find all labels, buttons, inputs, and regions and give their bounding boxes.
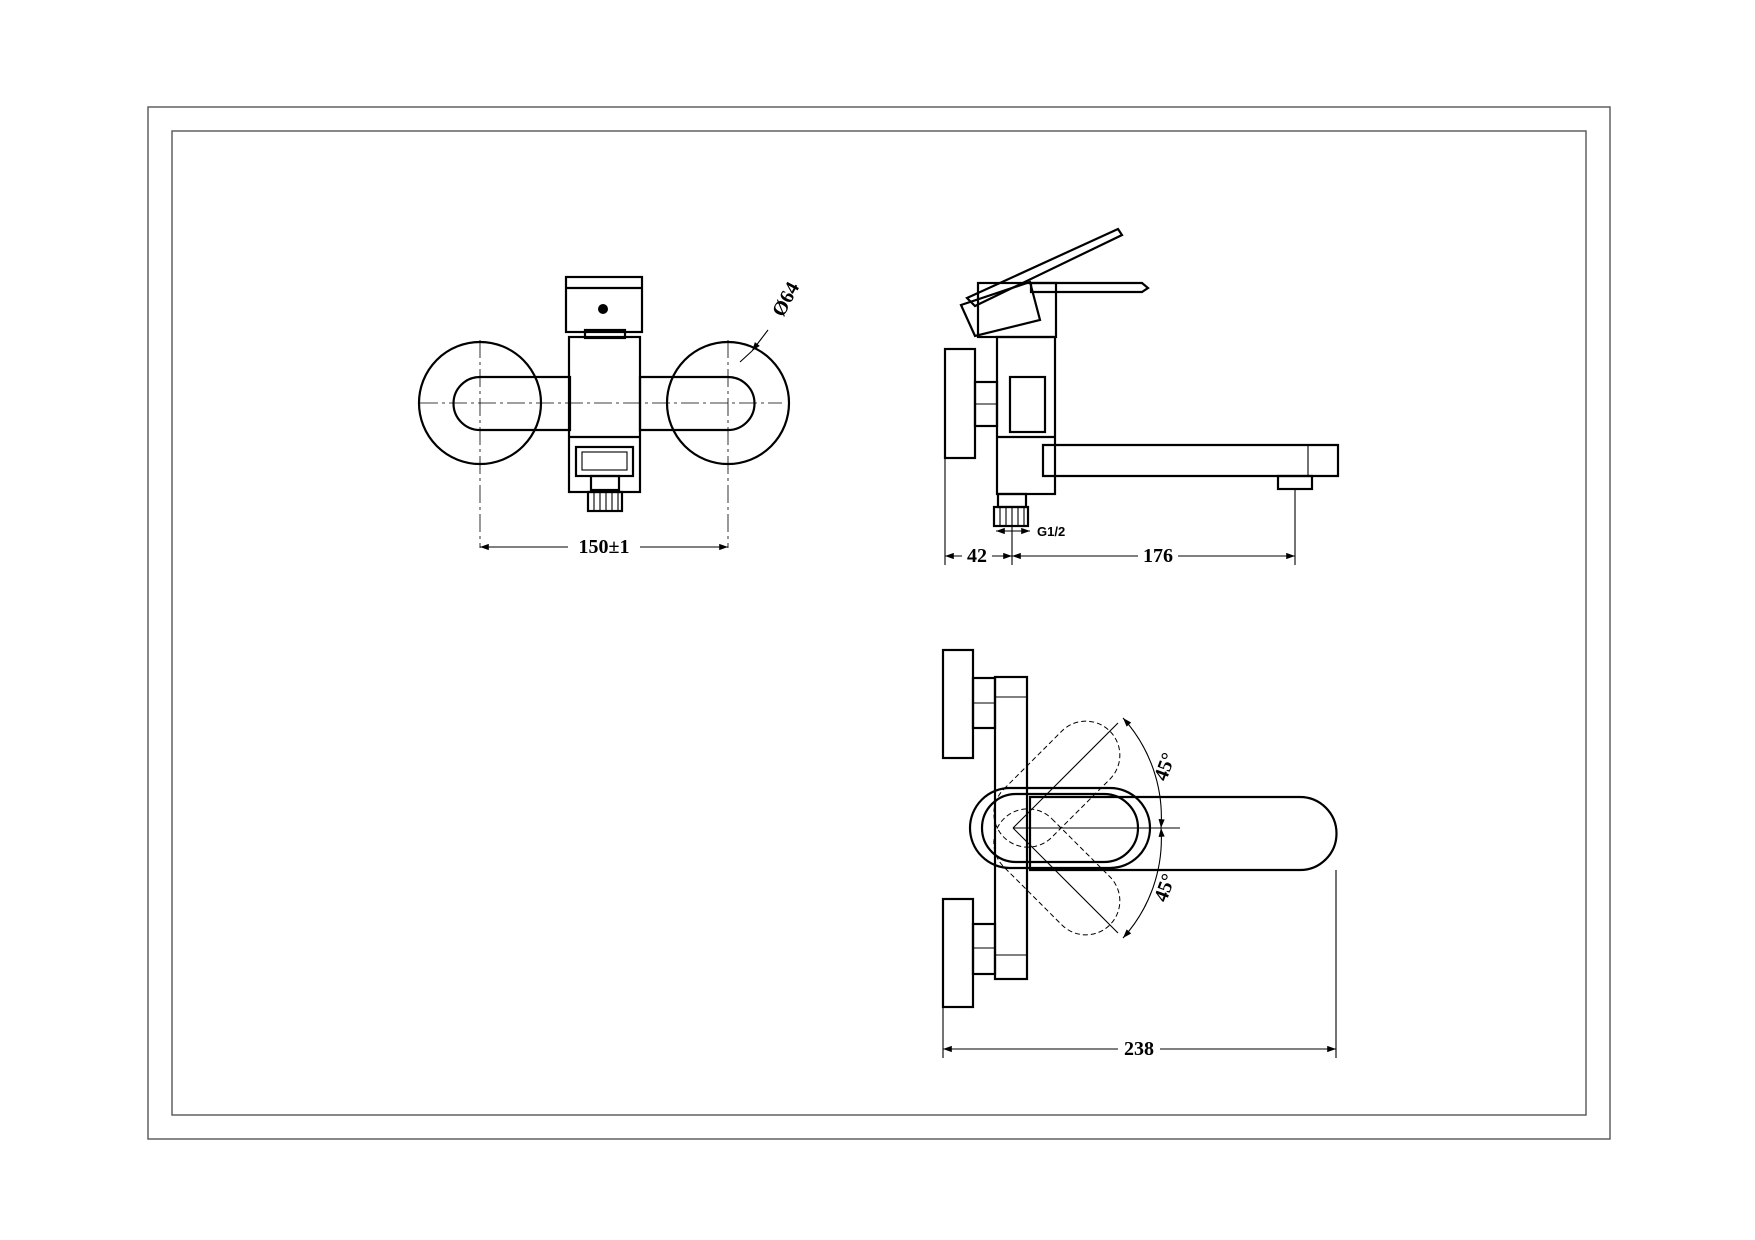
front-view: Ø64 150±1 [417, 275, 804, 558]
side-view: G1/2 42 176 [943, 227, 1340, 567]
thread-size-label: G1/2 [1037, 524, 1065, 539]
side-thread-hatching [992, 505, 1030, 528]
center-distance-label: 150±1 [579, 536, 630, 558]
handle-angle-lower-label: 45° [1150, 871, 1180, 905]
spout-reach-label: 176 [1143, 545, 1173, 567]
handle-angle-upper-label: 45° [1150, 750, 1180, 784]
sheet-frame [147, 106, 1611, 1140]
rosette-diameter-label: Ø64 [768, 279, 804, 321]
wall-offset-label: 42 [967, 545, 987, 567]
top-view: 45° 45° 238 [941, 648, 1338, 1060]
thread-hatching [586, 490, 624, 513]
overall-width-label: 238 [1124, 1038, 1154, 1060]
